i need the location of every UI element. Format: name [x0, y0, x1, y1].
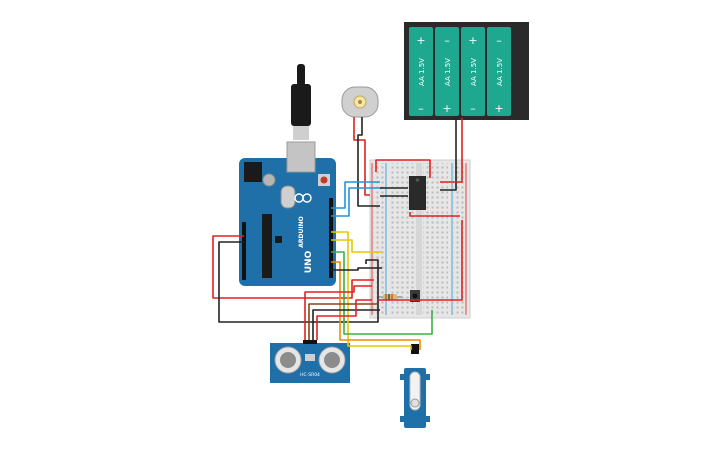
wire-red [304, 285, 372, 340]
cell-label: AA 1.5V [470, 58, 478, 86]
ultrasonic-transmitter [274, 346, 302, 374]
wire-black [357, 117, 380, 207]
wire-yellow [331, 239, 382, 253]
terminal-strip-right [423, 163, 448, 315]
usb-plug [291, 84, 311, 126]
cell-plus: + [494, 102, 503, 115]
wire-orange [331, 261, 421, 350]
arduino-brand-label: ARDUINO [298, 216, 305, 247]
wire-red [409, 212, 460, 217]
cell-minus: – [444, 34, 450, 47]
wire-red [375, 159, 431, 178]
wire-black [312, 309, 380, 340]
usb-port [286, 141, 316, 173]
arduino-model-label: UNO [304, 250, 314, 273]
push-button[interactable] [410, 290, 420, 302]
digital-header [329, 198, 333, 278]
wire-yellow [331, 231, 412, 350]
wire-red [316, 299, 372, 340]
wire-green [331, 251, 433, 335]
wires [212, 117, 463, 350]
ic-chip[interactable] [409, 176, 426, 210]
cell-label: AA 1.5V [444, 58, 452, 86]
usb-cable [297, 64, 305, 86]
wire-black [218, 241, 379, 323]
dc-motor-icon[interactable] [341, 86, 379, 118]
battery-cell: – + AA 1.5V [487, 27, 511, 116]
arduino-infinity-logo [294, 193, 312, 203]
ultrasonic-model-label: HC-SR04 [300, 372, 320, 378]
ultrasonic-sensor[interactable]: HC-SR04 [270, 340, 350, 383]
wire-red [440, 118, 463, 183]
wire-blue [331, 187, 382, 217]
wire-red [353, 117, 370, 196]
servo-horn-icon [409, 371, 421, 411]
power-header [242, 222, 246, 280]
cell-minus: – [470, 102, 476, 115]
battery-cell: – + AA 1.5V [435, 27, 459, 116]
cell-plus: + [416, 34, 425, 47]
resistor[interactable] [378, 294, 402, 300]
wire-brown [308, 303, 378, 340]
cell-minus: – [496, 34, 502, 47]
reset-button[interactable] [320, 176, 328, 184]
servo-motor[interactable] [400, 344, 430, 428]
battery-cell: + – AA 1.5V [461, 27, 485, 116]
battery-cell: + – AA 1.5V [409, 27, 433, 116]
wire-red [378, 220, 463, 301]
power-rail-right [453, 163, 465, 315]
center-channel [416, 163, 422, 315]
battery-pack[interactable]: + – AA 1.5V – + AA 1.5V + – AA 1.5V – + … [404, 22, 529, 120]
cell-label: AA 1.5V [418, 58, 426, 86]
ultrasonic-receiver [318, 346, 346, 374]
microcontroller-chip [262, 214, 272, 278]
power-jack [244, 162, 262, 182]
cell-label: AA 1.5V [496, 58, 504, 86]
wire-blue [331, 181, 380, 209]
arduino-uno-board[interactable]: ARDUINO UNO [239, 64, 336, 286]
cell-plus: + [442, 102, 451, 115]
cell-plus: + [468, 34, 477, 47]
wire-red [212, 235, 374, 299]
power-rail-left [373, 163, 385, 315]
wire-black [331, 267, 382, 271]
wire-black [440, 118, 457, 191]
cell-minus: – [418, 102, 424, 115]
